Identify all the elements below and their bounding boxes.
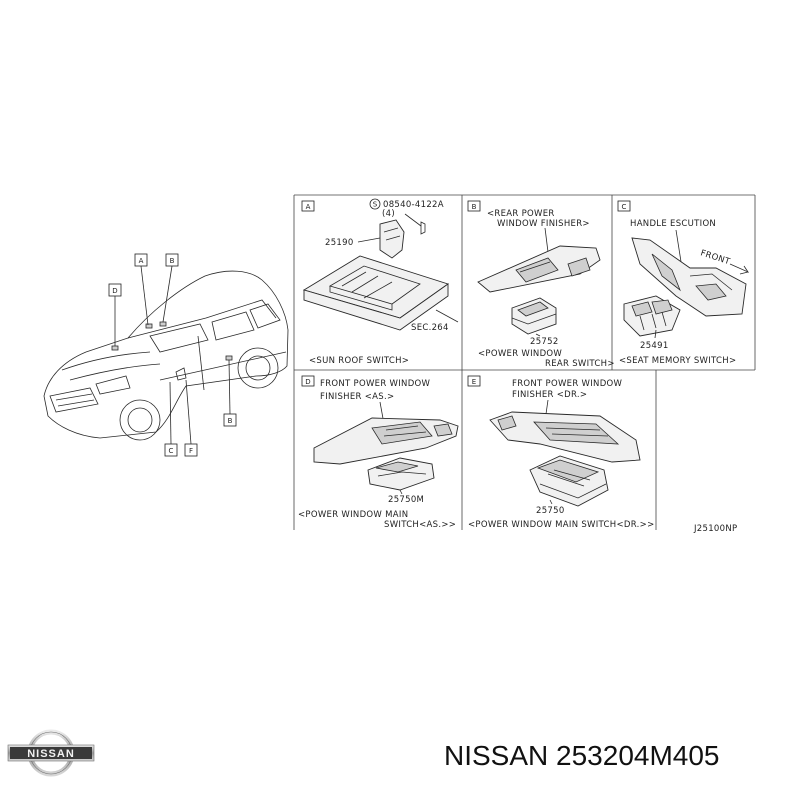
car-tag-f[interactable]: F (184, 443, 198, 457)
box-d-front-window-as: D FRONT POWER WINDOW FINISHER <AS.> 2575… (298, 375, 459, 530)
box-d-letter-tag[interactable]: D (301, 375, 315, 387)
car-tag-b[interactable]: B (165, 253, 179, 267)
sunroof-part-number: 25190 (325, 238, 354, 248)
screw-symbol-letter: S (373, 201, 378, 209)
box-e-front-window-dr: E FRONT POWER WINDOW FINISHER <DR.> 2575… (467, 375, 655, 530)
box-a-caption: <SUN ROOF SWITCH> (309, 356, 409, 366)
svg-text:C: C (622, 203, 627, 211)
box-b-caption-1: <POWER WINDOW (478, 349, 562, 359)
svg-text:D: D (112, 287, 117, 295)
rear-switch-part-number: 25752 (530, 337, 559, 347)
car-overview: A B D C F B (43, 253, 289, 457)
front-direction-label: FRONT (699, 248, 732, 267)
box-b-letter-tag[interactable]: B (467, 200, 481, 212)
car-tag-b-rear[interactable]: B (223, 413, 237, 427)
svg-text:A: A (306, 203, 311, 211)
car-tag-a[interactable]: A (134, 253, 148, 267)
box-c-seat-memory: C HANDLE ESCUTION FRONT 25491 <SEAT MEMO… (617, 200, 750, 366)
svg-text:A: A (139, 257, 144, 265)
drawing-code: J25100NP (693, 524, 737, 534)
box-b-caption-2: REAR SWITCH> (545, 359, 615, 369)
nissan-logo: NISSAN (7, 729, 95, 777)
car-tag-c[interactable]: C (164, 443, 178, 457)
front-switch-as-part-number: 25750M (388, 495, 424, 505)
box-c-letter-tag[interactable]: C (617, 200, 631, 212)
box-e-caption: <POWER WINDOW MAIN SWITCH<DR.>> (468, 520, 655, 530)
front-finisher-as-label-2: FINISHER <AS.> (320, 392, 394, 402)
svg-text:B: B (472, 203, 477, 211)
svg-text:E: E (472, 378, 476, 386)
sunroof-switch-part (379, 219, 405, 259)
screw-qty-label: (4) (382, 209, 395, 219)
svg-text:F: F (189, 447, 193, 455)
rear-finisher-label-2: WINDOW FINISHER> (497, 219, 590, 229)
box-a-sunroof: A S 08540-4122A (4) 25190 SEC.264 <SUN R… (301, 198, 459, 366)
part-title: NISSAN 253204M405 (444, 740, 720, 771)
box-d-caption-1: <POWER WINDOW MAIN (298, 510, 408, 520)
front-arrow-icon (729, 263, 750, 275)
svg-text:D: D (305, 378, 310, 386)
seat-memory-part-number: 25491 (640, 341, 669, 351)
box-e-letter-tag[interactable]: E (467, 375, 481, 387)
svg-text:C: C (169, 447, 174, 455)
front-switch-dr-part-number: 25750 (536, 506, 565, 516)
box-c-caption: <SEAT MEMORY SWITCH> (619, 356, 736, 366)
logo-wordmark: NISSAN (27, 748, 75, 760)
front-finisher-dr-label-1: FRONT POWER WINDOW (512, 379, 623, 389)
sec-reference: SEC.264 (411, 323, 449, 333)
rear-finisher-label-1: <REAR POWER (487, 209, 555, 219)
box-a-letter-tag[interactable]: A (301, 200, 315, 212)
box-b-rear-window: B <REAR POWER WINDOW FINISHER> 25752 <PO… (467, 200, 615, 369)
box-d-caption-2: SWITCH<AS.>> (384, 520, 456, 530)
front-finisher-dr-label-2: FINISHER <DR.> (512, 390, 587, 400)
detail-grid (293, 194, 756, 530)
car-tag-d[interactable]: D (108, 283, 122, 297)
handle-escution-label: HANDLE ESCUTION (630, 219, 716, 229)
svg-text:B: B (170, 257, 175, 265)
svg-text:B: B (228, 417, 233, 425)
screw-symbol-icon (369, 198, 381, 210)
screw-code-label: 08540-4122A (383, 200, 444, 210)
front-finisher-as-label-1: FRONT POWER WINDOW (320, 379, 431, 389)
